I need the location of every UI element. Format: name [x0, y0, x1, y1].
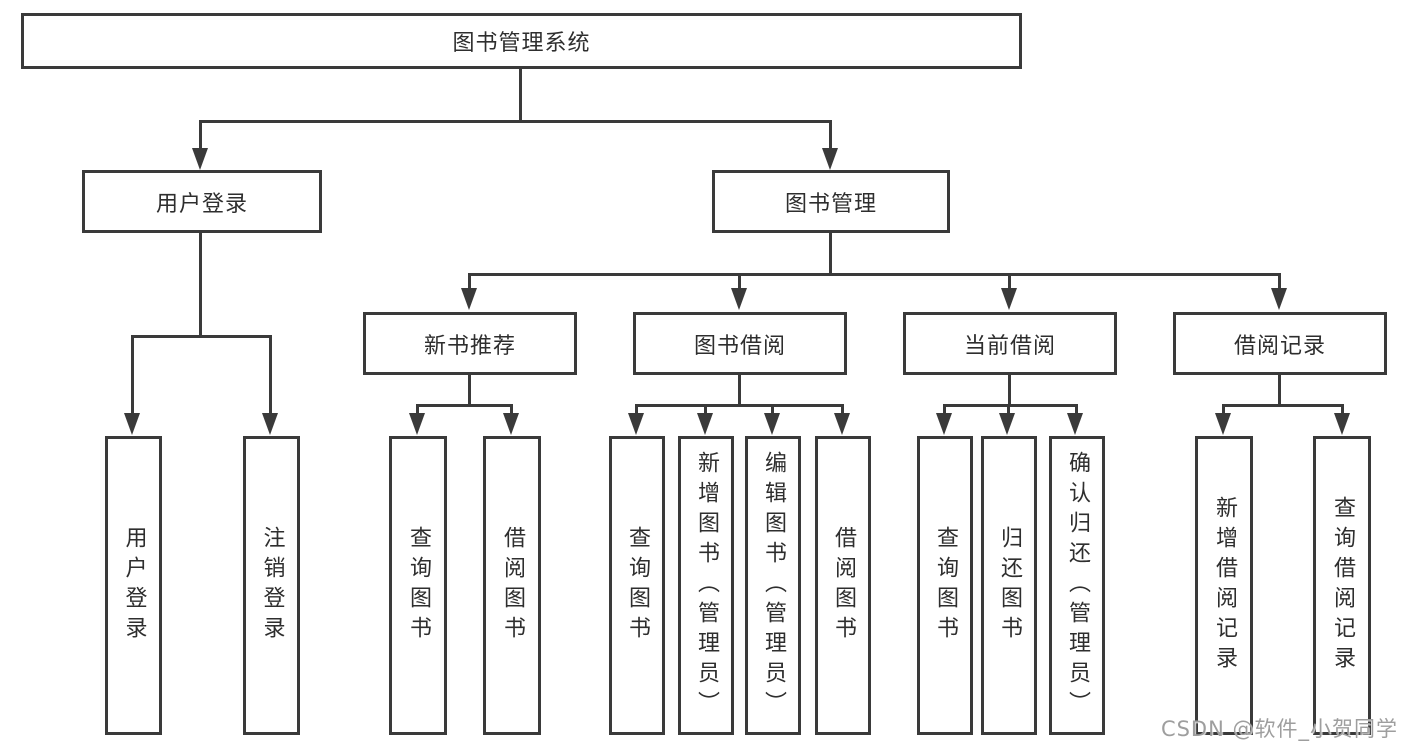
connector-line: [1222, 404, 1344, 407]
arrow-down-icon: [409, 413, 425, 435]
leaf-logout: 注销登录: [243, 436, 300, 735]
leaf-add-books-admin-label: 新增图书（管理员）: [694, 450, 719, 721]
arrow-down-icon: [834, 413, 850, 435]
connector-line: [510, 404, 513, 414]
leaf-return-books: 归还图书: [981, 436, 1037, 735]
arrow-down-icon: [192, 148, 208, 170]
leaf-borrow-books-recommend: 借阅图书: [483, 436, 541, 735]
node-borrow-records-label: 借阅记录: [1233, 333, 1326, 359]
connector-line: [1075, 404, 1078, 414]
leaf-user-login-label: 用户登录: [121, 525, 147, 646]
node-book-management-label: 图书管理: [784, 191, 877, 217]
node-current-borrowing: 当前借阅: [903, 312, 1117, 375]
arrow-down-icon: [628, 413, 644, 435]
connector-line: [199, 120, 832, 123]
arrow-down-icon: [1067, 413, 1083, 435]
node-new-book-recommend-label: 新书推荐: [423, 333, 516, 359]
arrow-down-icon: [503, 413, 519, 435]
connector-line: [199, 233, 202, 335]
arrow-down-icon: [822, 148, 838, 170]
connector-line: [1222, 404, 1225, 414]
watermark: CSDN @软件_小贺同学: [1160, 717, 1398, 741]
leaf-query-borrow-record-label: 查询借阅记录: [1330, 495, 1355, 676]
connector-line: [416, 404, 419, 414]
arrow-down-icon: [936, 413, 952, 435]
connector-line: [468, 273, 1281, 276]
leaf-return-books-label: 归还图书: [997, 525, 1022, 646]
arrow-down-icon: [1271, 288, 1287, 310]
connector-line: [269, 335, 272, 414]
leaf-borrow-books-label: 借阅图书: [831, 525, 856, 646]
connector-line: [468, 273, 471, 290]
arrow-down-icon: [697, 413, 713, 435]
leaf-query-borrow-record: 查询借阅记录: [1313, 436, 1371, 735]
connector-line: [199, 120, 202, 150]
leaf-query-books-borrowing-label: 查询图书: [625, 525, 650, 646]
arrow-down-icon: [461, 288, 477, 310]
leaf-add-borrow-record: 新增借阅记录: [1195, 436, 1253, 735]
connector-line: [416, 404, 513, 407]
node-user-login: 用户登录: [82, 170, 322, 233]
leaf-edit-books-admin: 编辑图书（管理员）: [745, 436, 801, 735]
arrow-down-icon: [1215, 413, 1231, 435]
leaf-query-books-recommend: 查询图书: [389, 436, 447, 735]
connector-line: [1278, 375, 1281, 404]
leaf-borrow-books-recommend-label: 借阅图书: [500, 525, 525, 646]
connector-line: [1008, 375, 1011, 404]
leaf-query-books-current-label: 查询图书: [933, 525, 958, 646]
leaf-confirm-return-admin-label: 确认归还（管理员）: [1065, 450, 1090, 721]
connector-line: [738, 273, 741, 290]
arrow-down-icon: [731, 288, 747, 310]
leaf-add-borrow-record-label: 新增借阅记录: [1212, 495, 1237, 676]
node-user-login-label: 用户登录: [155, 191, 248, 217]
connector-line: [131, 335, 272, 338]
leaf-edit-books-admin-label: 编辑图书（管理员）: [761, 450, 786, 721]
connector-line: [1278, 273, 1281, 290]
arrow-down-icon: [999, 413, 1015, 435]
leaf-query-books-borrowing: 查询图书: [609, 436, 665, 735]
connector-line: [1341, 404, 1344, 414]
connector-line: [131, 335, 134, 414]
leaf-borrow-books: 借阅图书: [815, 436, 871, 735]
node-current-borrowing-label: 当前借阅: [963, 333, 1056, 359]
node-library-system: 图书管理系统: [21, 13, 1022, 69]
arrow-down-icon: [1334, 413, 1350, 435]
node-borrow-records: 借阅记录: [1173, 312, 1387, 375]
leaf-add-books-admin: 新增图书（管理员）: [678, 436, 734, 735]
connector-line: [519, 69, 522, 120]
node-book-management: 图书管理: [712, 170, 950, 233]
connector-line: [829, 233, 832, 273]
node-library-system-label: 图书管理系统: [452, 31, 591, 56]
connector-line: [841, 404, 844, 414]
arrow-down-icon: [1001, 288, 1017, 310]
leaf-confirm-return-admin: 确认归还（管理员）: [1049, 436, 1105, 735]
leaf-query-books-recommend-label: 查询图书: [406, 525, 431, 646]
leaf-logout-label: 注销登录: [259, 525, 285, 646]
connector-line: [468, 375, 471, 404]
connector-line: [635, 404, 638, 414]
connector-line: [704, 404, 707, 414]
connector-line: [829, 120, 832, 150]
connector-line: [635, 404, 844, 407]
connector-line: [771, 404, 774, 414]
arrow-down-icon: [124, 413, 140, 435]
node-new-book-recommend: 新书推荐: [363, 312, 577, 375]
connector-line: [1008, 273, 1011, 290]
connector-line: [1007, 404, 1010, 414]
leaf-query-books-current: 查询图书: [917, 436, 973, 735]
connector-line: [943, 404, 946, 414]
leaf-user-login: 用户登录: [105, 436, 162, 735]
node-book-borrowing: 图书借阅: [633, 312, 847, 375]
node-book-borrowing-label: 图书借阅: [693, 333, 786, 359]
connector-line: [738, 375, 741, 404]
arrow-down-icon: [764, 413, 780, 435]
connector-line: [943, 404, 1078, 407]
arrow-down-icon: [262, 413, 278, 435]
